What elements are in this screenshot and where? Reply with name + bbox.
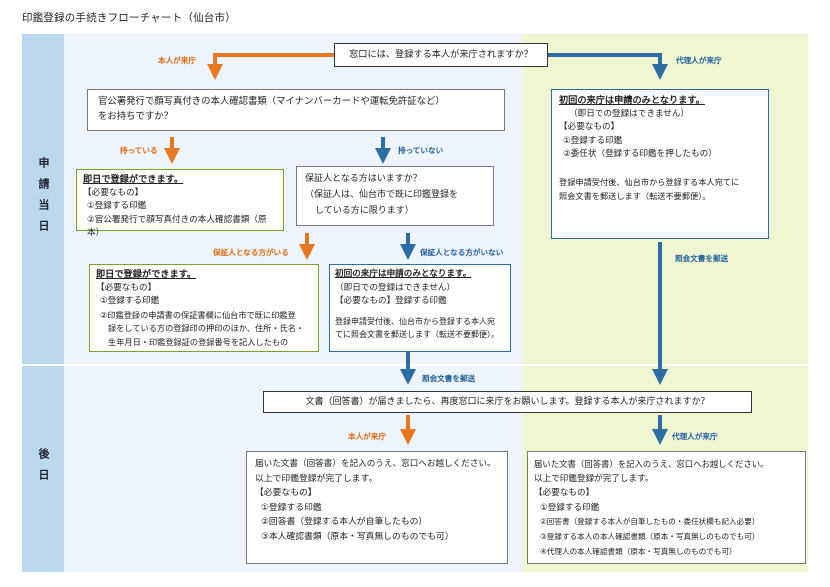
box-guarantor-item1: ①登録する印鑑 — [100, 296, 160, 307]
band-later: 後日 — [22, 366, 64, 572]
box-have-id: 即日で登録ができます。 【必要なもの】 ①登録する印鑑 ②官公署発行で顔写真付き… — [76, 169, 284, 238]
box-no-guarantor-line3: 登録申請受付後、仙台市から登録する本人宛 — [335, 316, 495, 326]
box-later-self-item3: ③本人確認書類（原本・写真無しのものでも可） — [261, 531, 454, 542]
label-have-id: 持っている — [120, 146, 158, 155]
box-later-proxy-item2: ②回答書（登録する本人が自筆したもの・委任状欄も記入必要） — [540, 517, 760, 527]
box-later-self-line2: 以上で印鑑登録が完了します。 — [255, 473, 378, 484]
guarantor-question-line3: している方に限ります） — [315, 206, 414, 216]
later-question-text: 文書（回答書）が届きましたら、再度窓口に来庁をお願いします。登録する本人が来庁さ… — [305, 397, 710, 407]
label-mail-center: 照会文書を郵送 — [422, 374, 476, 383]
box-guarantor-title: 即日で登録ができます。 — [96, 269, 197, 280]
box-proxy-item1: ①登録する印鑑 — [563, 135, 623, 146]
box-later-proxy-item4: ④代理人の本人確認書類（原本・写真無しのものでも可） — [540, 546, 737, 556]
box-later-proxy-line2: 以上で印鑑登録が完了します。 — [534, 473, 654, 484]
box-later-proxy-item1: ①登録する印鑑 — [540, 502, 600, 513]
guarantor-question-line1: 保証人となる方はいますか？ — [305, 174, 422, 184]
box-have-id-item1: ①登録する印鑑 — [87, 201, 147, 212]
id-question-box: 官公署発行で顔写真付きの本人確認書類（マイナンバーカードや運転免許証など） をお… — [87, 89, 505, 131]
box-guarantor-item2c: 生年月日・印鑑登録証の登録番号を記入したもの — [108, 336, 289, 347]
box-later-proxy-needs: 【必要なもの】 — [534, 488, 595, 499]
label-mail-right: 照会文書を郵送 — [675, 254, 729, 263]
label-guarantor-no: 保証人となる方がいない — [420, 248, 504, 257]
box-guarantor: 即日で登録ができます。 【必要なもの】 ①登録する印鑑 ②印鑑登録の申請書の保証… — [89, 264, 319, 352]
guarantor-question-line2: （保証人は、仙台市で既に印鑑登録を — [305, 190, 459, 200]
band-same-day: 申請当日 — [22, 34, 64, 364]
box-guarantor-item2a: ②印鑑登録の申請書の保証書欄に仙台市で既に印鑑登 — [100, 309, 296, 320]
top-question-box: 窓口には、登録する本人が来庁されますか？ — [334, 43, 548, 67]
box-have-id-title: 即日で登録ができます。 — [83, 174, 184, 185]
box-proxy-line3: 登録申請受付後、仙台市から登録する本人宛てに — [559, 176, 740, 187]
later-question-box: 文書（回答書）が届きましたら、再度窓口に来庁をお願いします。登録する本人が来庁さ… — [263, 391, 752, 413]
box-no-guarantor-title: 初回の来庁は申請のみとなります。 — [335, 269, 472, 279]
label-not-have-id: 持っていない — [398, 146, 444, 155]
box-guarantor-item2b: 録をしている方の登録印の押印のほか、住所・氏名・ — [108, 323, 305, 334]
box-later-proxy-item3: ③登録する本人の本人確認書類（原本・写真無しのものでも可） — [540, 531, 760, 541]
box-later-proxy: 届いた文書（回答書）を記入のうえ、窓口へお越しください。 以上で印鑑登録が完了し… — [527, 451, 806, 564]
box-later-self-item1: ①登録する印鑑 — [261, 502, 322, 513]
box-proxy-line4: 照会文書を郵送します（転送不要郵便）。 — [559, 190, 711, 201]
guarantor-question-box: 保証人となる方はいますか？ （保証人は、仙台市で既に印鑑登録を している方に限り… — [296, 166, 494, 226]
band-later-label: 後日 — [37, 448, 50, 490]
label-self-visit: 本人が来庁 — [158, 56, 196, 65]
box-have-id-item2: ②官公署発行で顔写真付きの本人確認書類（原本） — [87, 214, 267, 239]
box-later-self: 届いた文書（回答書）を記入のうえ、窓口へお越しください。 以上で印鑑登録が完了し… — [246, 451, 508, 564]
box-proxy: 初回の来庁は申請のみとなります。 （即日での登録はできません） 【必要なもの】 … — [551, 89, 769, 239]
box-no-guarantor: 初回の来庁は申請のみとなります。 （即日での登録はできません） 【必要なもの】登… — [329, 264, 511, 352]
top-question-text: 窓口には、登録する本人が来庁されますか？ — [349, 49, 533, 60]
band-same-day-label: 申請当日 — [37, 157, 50, 241]
box-later-self-line1: 届いた文書（回答書）を記入のうえ、窓口へお越しください。 — [255, 459, 496, 469]
box-proxy-needs: 【必要なもの】 — [559, 122, 620, 133]
box-proxy-line1: （即日での登録はできません） — [569, 108, 690, 119]
label-proxy-visit: 代理人が来庁 — [676, 56, 722, 65]
label-later-self: 本人が来庁 — [348, 432, 386, 441]
label-later-proxy: 代理人が来庁 — [672, 432, 718, 441]
label-guarantor-yes: 保証人となる方がいる — [213, 248, 289, 257]
box-no-guarantor-line1: （即日での登録はできません） — [335, 282, 456, 293]
box-have-id-needs: 【必要なもの】 — [83, 187, 144, 198]
box-no-guarantor-line4: てに照会文書を郵送します（転送不要郵便）。 — [335, 330, 499, 340]
box-later-proxy-line1: 届いた文書（回答書）を記入のうえ、窓口へお越しください。 — [534, 459, 769, 469]
box-later-self-item2: ②回答書（登録する本人が自筆したもの） — [261, 517, 428, 528]
box-proxy-item2: ②委任状（登録する印鑑を押したもの） — [563, 149, 717, 160]
box-proxy-title: 初回の来庁は申請のみとなります。 — [559, 95, 705, 106]
id-question-line2: をお持ちですか？ — [98, 111, 174, 122]
box-later-self-needs: 【必要なもの】 — [255, 488, 317, 499]
page-title: 印鑑登録の手続きフローチャート（仙台市） — [22, 12, 236, 24]
box-guarantor-needs: 【必要なもの】 — [96, 282, 157, 293]
id-question-line1: 官公署発行で顔写真付きの本人確認書類（マイナンバーカードや運転免許証など） — [98, 96, 445, 107]
box-no-guarantor-line2: 【必要なもの】登録する印鑑 — [335, 296, 447, 307]
